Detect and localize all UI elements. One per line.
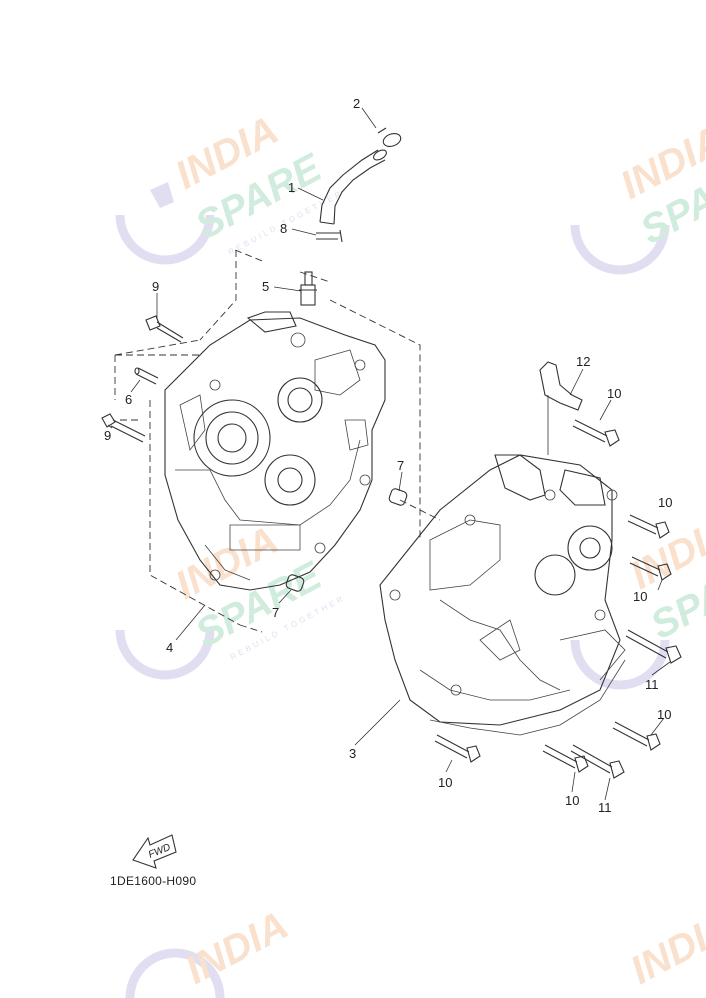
fitting-part-5 <box>299 271 317 306</box>
fwd-arrow-icon: FWD <box>132 834 177 869</box>
right-crankcase <box>379 454 626 736</box>
leader-lines <box>107 107 671 801</box>
callout-7-lower: 7 <box>272 605 279 620</box>
callout-6: 6 <box>125 392 132 407</box>
watermark-india-text: INDIA <box>624 903 706 993</box>
bolt-part-11-a <box>625 629 682 664</box>
clip-part-2 <box>377 127 402 147</box>
pipe-part-1 <box>319 149 387 225</box>
bolt-part-10-d <box>612 721 661 751</box>
watermark-middle-left: INDIA SPARE REBUILD TOGETHER <box>115 518 347 680</box>
bolt-part-9-lower <box>101 413 146 443</box>
bolt-part-9-upper <box>145 315 184 343</box>
bolt-part-10-b <box>627 514 670 539</box>
callout-10-f: 10 <box>565 793 579 808</box>
callout-5: 5 <box>262 279 269 294</box>
callout-2: 2 <box>353 96 360 111</box>
callout-10-c: 10 <box>633 589 647 604</box>
watermark-bottom-left: INDIA <box>125 903 296 998</box>
callout-10-a: 10 <box>607 386 621 401</box>
watermark-india-text: INDIA <box>179 903 296 993</box>
callout-10-e: 10 <box>438 775 452 790</box>
diagram-code: 1DE1600-H090 <box>110 874 197 888</box>
callout-1: 1 <box>288 180 295 195</box>
bracket-part-12 <box>539 361 583 411</box>
callout-10-b: 10 <box>658 495 672 510</box>
left-crankcase <box>164 311 386 591</box>
dowel-part-7-upper <box>388 488 408 506</box>
bolt-part-10-e <box>434 734 481 763</box>
callout-9-lower: 9 <box>104 428 111 443</box>
bolt-part-10-a <box>572 419 620 447</box>
callout-labels: 2 1 8 5 9 6 9 7 7 4 12 10 10 10 11 10 3 … <box>104 96 672 815</box>
callout-3: 3 <box>349 746 356 761</box>
dowel-part-6 <box>134 367 159 385</box>
watermark-top-right: INDIA SPARE <box>570 118 706 275</box>
callout-4: 4 <box>166 640 173 655</box>
dowel-part-7-lower <box>285 574 305 592</box>
callout-11-a: 11 <box>645 677 659 692</box>
watermark-bottom-right: INDIA <box>624 903 706 993</box>
callout-10-d: 10 <box>657 707 671 722</box>
callout-9-upper: 9 <box>152 279 159 294</box>
watermark-group: INDIA SPARE REBUILD TOGETHER INDIA SPARE… <box>115 108 706 998</box>
bolt-part-11-b <box>570 744 625 779</box>
bolt-part-10-c <box>629 556 672 581</box>
callout-12: 12 <box>576 354 590 369</box>
assembly-boundaries <box>114 249 441 633</box>
watermark-top-left: INDIA SPARE REBUILD TOGETHER <box>115 108 345 265</box>
callout-11-b: 11 <box>598 800 612 815</box>
callout-7-upper: 7 <box>397 458 404 473</box>
clip-part-8 <box>316 229 343 243</box>
callout-8: 8 <box>280 221 287 236</box>
